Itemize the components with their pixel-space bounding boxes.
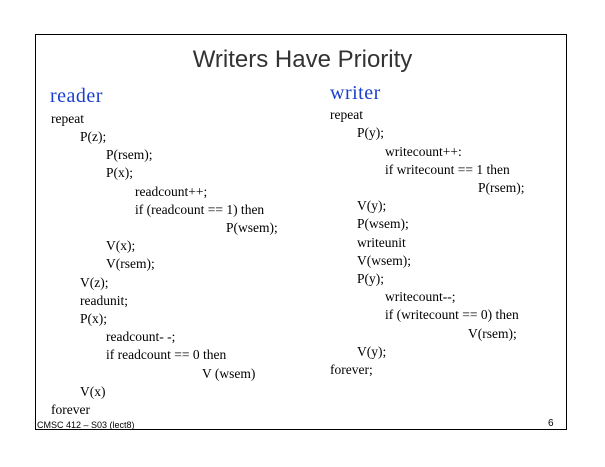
reader-line-px: P(x); <box>106 165 133 180</box>
reader-line-vwsem: V (wsem) <box>202 366 256 381</box>
reader-line-px-2: P(x); <box>80 311 107 326</box>
reader-line-forever: forever <box>51 402 90 417</box>
reader-line-readcount-inc: readcount++; <box>135 184 208 199</box>
writer-line-if-writecount-0: if (writecount == 0) then <box>385 307 519 322</box>
writer-line-vy: V(y); <box>357 198 387 213</box>
reader-line-pz: P(z); <box>80 129 107 144</box>
slide-frame <box>35 34 567 430</box>
slide-title: Writers Have Priority <box>192 46 413 73</box>
reader-line-vx-2: V(x) <box>80 384 106 399</box>
writer-line-if-writecount-1: if writecount == 1 then <box>385 162 510 177</box>
writer-line-writecount-dec: writecount--; <box>385 289 456 304</box>
reader-line-vz: V(z); <box>80 275 109 290</box>
writer-heading: writer <box>330 82 381 104</box>
writer-line-pwsem: P(wsem); <box>357 216 409 231</box>
slide-footer: CMSC 412 – S03 (lect8) <box>37 420 135 430</box>
writer-line-forever: forever; <box>330 362 373 377</box>
reader-line-repeat: repeat <box>51 111 84 126</box>
reader-line-readcount-dec: readcount- -; <box>106 329 176 344</box>
reader-line-readunit: readunit; <box>80 293 128 308</box>
writer-line-py-2: P(y); <box>357 271 384 286</box>
writer-line-py: P(y); <box>357 125 384 140</box>
writer-line-vrsem: V(rsem); <box>468 326 517 341</box>
reader-line-pwsem: P(wsem); <box>226 220 278 235</box>
writer-line-prsem: P(rsem); <box>478 180 525 195</box>
reader-line-if-readcount-0: if readcount == 0 then <box>106 347 227 362</box>
reader-line-prsem: P(rsem); <box>106 147 153 162</box>
writer-line-writeunit: writeunit <box>357 235 406 250</box>
reader-line-vrsem: V(rsem); <box>106 256 155 271</box>
reader-line-vx: V(x); <box>106 238 136 253</box>
reader-line-if-readcount-1: if (readcount == 1) then <box>135 202 265 217</box>
writer-line-repeat: repeat <box>330 107 363 122</box>
writer-line-vwsem: V(wsem); <box>357 253 411 268</box>
writer-line-vy-2: V(y); <box>357 344 387 359</box>
reader-heading: reader <box>50 85 103 107</box>
writer-line-writecount-inc: writecount++: <box>385 144 462 159</box>
page-number: 6 <box>548 418 554 429</box>
